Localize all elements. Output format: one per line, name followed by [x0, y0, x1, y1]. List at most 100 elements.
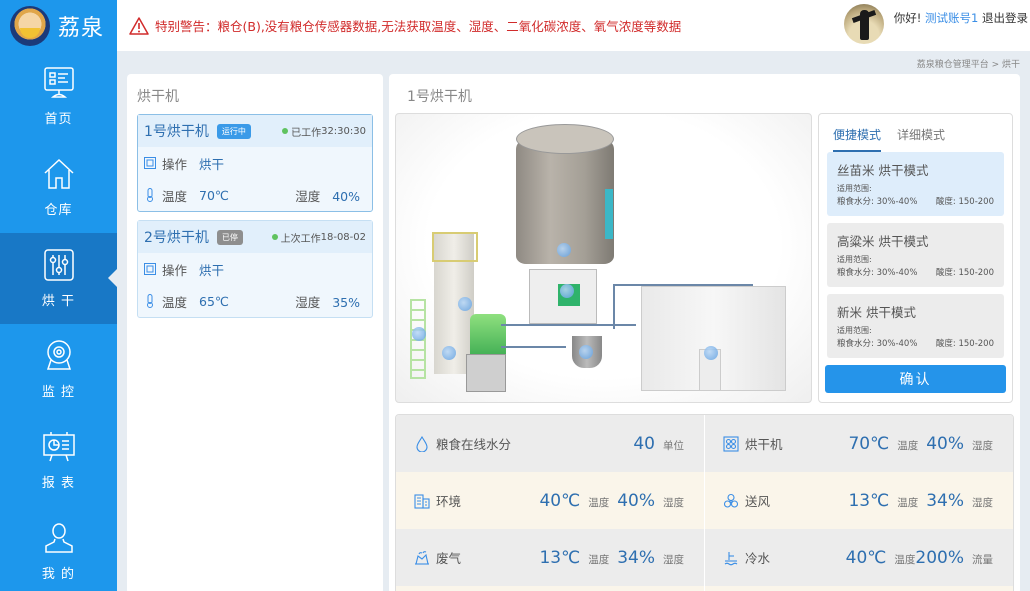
- equipment-3d-view[interactable]: [395, 113, 812, 403]
- operation-row: 操作 烘干: [138, 147, 372, 179]
- status-dot-icon: [271, 234, 278, 240]
- temperature-value: 65℃: [199, 293, 229, 309]
- stat-unit: 温度: [588, 553, 610, 566]
- pipe: [501, 324, 636, 326]
- tab-quick-mode[interactable]: 便捷模式: [833, 126, 882, 152]
- logout-link[interactable]: 退出登录: [982, 11, 1028, 25]
- dryer-grid-icon: [723, 435, 739, 452]
- humidity: 湿度 40%: [295, 186, 360, 205]
- stat-value-temp: 40℃: [539, 490, 581, 511]
- greeting-prefix: 你好!: [893, 11, 922, 25]
- stat-value-temp: 13℃: [848, 490, 890, 511]
- mode-title: 新米 烘干模式: [837, 305, 916, 320]
- logo-text: 荔泉: [58, 15, 105, 41]
- silo-top: [516, 124, 614, 154]
- acidity-range: 酸度: 150-200: [935, 197, 994, 207]
- sidebar-label: 仓库: [44, 203, 73, 218]
- moisture-range: 粮食水分: 30%-40%: [837, 197, 918, 207]
- greeting: 你好! 测试账号1 退出登录: [894, 10, 1028, 26]
- hotspot-tower[interactable]: [458, 297, 472, 311]
- sidebar-item-warehouse[interactable]: 仓库: [0, 142, 117, 233]
- sidebar-item-profile[interactable]: 我 的: [0, 506, 117, 591]
- dryer-name: 1号烘干机: [144, 124, 209, 140]
- mode-card-simiao-rice[interactable]: 丝苗米 烘干模式 适用范围: 粮食水分: 30%-40% 酸度: 150-200: [827, 152, 1004, 216]
- dryer-card-1[interactable]: 1号烘干机 运行中 已工作 32:30:30 操作 烘干 温度 70℃ 湿度: [137, 114, 373, 212]
- cold-water-icon: [724, 551, 738, 565]
- stat-label: 废气: [436, 551, 462, 566]
- dryer-name: 2号烘干机: [144, 230, 209, 246]
- stat-value-hum: 40%: [926, 433, 964, 454]
- stat-unit: 流量: [972, 553, 993, 566]
- stat-values: 70℃ 温度 40% 湿度: [848, 434, 993, 454]
- sidebar-label: 烘 干: [41, 294, 76, 309]
- hotspot-ladder[interactable]: [412, 327, 426, 341]
- moisture-range: 粮食水分: 30%-40%: [837, 268, 918, 278]
- sidebar-item-drying[interactable]: 烘 干: [0, 233, 117, 324]
- thermometer-icon: [147, 294, 153, 308]
- water-drop-icon: [416, 435, 428, 452]
- user-area: 你好! 测试账号1 退出登录: [843, 4, 1030, 44]
- work-time-label: 上次工作: [280, 233, 321, 245]
- sidebar-label: 首页: [44, 112, 73, 127]
- username-link[interactable]: 测试账号1: [925, 11, 979, 25]
- sidebar-item-monitor[interactable]: 监 控: [0, 324, 117, 415]
- stat-value-temp: 13℃: [539, 547, 581, 568]
- hotspot-warehouse[interactable]: [704, 346, 718, 360]
- stats-row: [396, 586, 1013, 591]
- stat-values: 40℃ 温度 200% 流量: [846, 548, 993, 568]
- stat-values: 13℃ 温度 34% 湿度: [848, 491, 993, 511]
- work-time: 已工作 32:30:30: [282, 124, 366, 139]
- control-panel-icon: [144, 157, 156, 169]
- stat-values: 40℃ 温度 40% 湿度: [539, 491, 684, 511]
- hotspot-silo[interactable]: [557, 243, 571, 257]
- acidity-range: 酸度: 150-200: [935, 268, 994, 278]
- mode-card-sorghum[interactable]: 高粱米 烘干模式 适用范围: 粮食水分: 30%-40% 酸度: 150-200: [827, 223, 1004, 287]
- hotspot-dryer-base[interactable]: [442, 346, 456, 360]
- operation-row: 操作 烘干: [138, 253, 372, 285]
- sidebar-nav: 首页 仓库 烘 干 监 控: [0, 51, 117, 591]
- thermometer-icon: [147, 188, 153, 202]
- moisture-range: 粮食水分: 30%-40%: [837, 339, 918, 349]
- hotspot-cyclone[interactable]: [579, 345, 593, 359]
- humidity-label: 湿度: [295, 294, 321, 310]
- stat-label: 送风: [745, 494, 771, 509]
- stat-values: 40 单位: [633, 434, 684, 454]
- work-time-label: 已工作: [291, 127, 322, 139]
- mode-title: 高粱米 烘干模式: [837, 234, 929, 249]
- building-icon: [414, 493, 430, 509]
- mode-range-label: 适用范围:: [837, 326, 872, 335]
- tab-detailed-mode[interactable]: 详细模式: [897, 128, 946, 142]
- stat-label: 冷水: [745, 551, 771, 566]
- mode-params: 粮食水分: 30%-40% 酸度: 150-200: [837, 195, 994, 207]
- sidebar-item-home[interactable]: 首页: [0, 51, 117, 142]
- stat-cell-empty: [396, 586, 704, 591]
- sliders-icon: [43, 249, 74, 281]
- pipe: [613, 284, 615, 329]
- temperature-label: 温度: [162, 188, 188, 204]
- avatar[interactable]: [843, 4, 884, 44]
- temperature-value: 70℃: [199, 187, 229, 203]
- dryer-card-header: 1号烘干机 运行中 已工作 32:30:30: [138, 115, 372, 147]
- hotspot-fan[interactable]: [560, 284, 574, 298]
- stat-supply-air: 送风 13℃ 温度 34% 湿度: [704, 472, 1013, 529]
- dryer-card-2[interactable]: 2号烘干机 已停 上次工作 18-08-02 操作 烘干 温度 65℃ 湿度: [137, 220, 373, 318]
- warning-triangle-icon: [129, 16, 149, 35]
- humidity-value: 40%: [332, 188, 360, 204]
- stat-unit: 温度: [588, 496, 610, 509]
- sidebar-item-reports[interactable]: 报 表: [0, 415, 117, 506]
- stat-environment: 环境 40℃ 温度 40% 湿度: [396, 472, 704, 529]
- webcam-icon: [46, 340, 71, 370]
- stat-unit: 温度: [897, 439, 919, 452]
- work-time: 上次工作 18-08-02: [271, 230, 366, 245]
- confirm-button[interactable]: 确认: [825, 365, 1006, 393]
- stat-unit: 湿度: [663, 553, 684, 566]
- mode-range-label: 适用范围:: [837, 255, 872, 264]
- stat-value-hum: 34%: [926, 490, 964, 511]
- stat-value-hum: 40%: [617, 490, 655, 511]
- mode-card-new-rice[interactable]: 新米 烘干模式 适用范围: 粮食水分: 30%-40% 酸度: 150-200: [827, 294, 1004, 358]
- humidity-label: 湿度: [295, 188, 321, 204]
- stat-label: 环境: [436, 494, 462, 509]
- humidity: 湿度 35%: [295, 292, 360, 311]
- stats-row: 粮食在线水分 40 单位 烘干机 70℃ 温度 40% 湿度: [396, 415, 1013, 472]
- logo[interactable]: 荔泉: [0, 0, 117, 51]
